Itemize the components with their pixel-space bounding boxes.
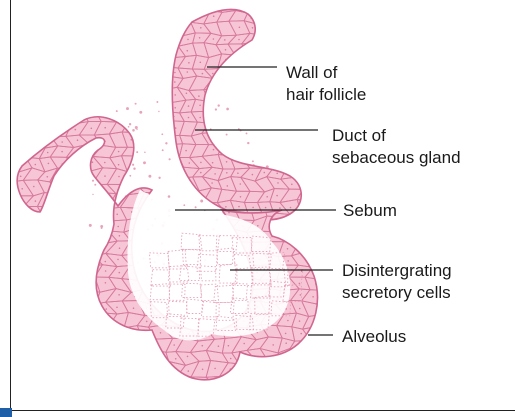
- label-wall-of-hair-follicle: Wall of hair follicle: [286, 62, 366, 106]
- label-disintegrating-line-2: secretory cells: [342, 282, 452, 304]
- label-wall-line-2: hair follicle: [286, 84, 366, 106]
- label-duct-of-sebaceous-gland: Duct of sebaceous gland: [332, 125, 461, 169]
- label-alveolus-line-1: Alveolus: [342, 326, 406, 348]
- label-alveolus: Alveolus: [342, 326, 406, 348]
- label-wall-line-1: Wall of: [286, 62, 366, 84]
- label-disintegrating-line-1: Disintergrating: [342, 260, 452, 282]
- label-duct-line-1: Duct of: [332, 125, 461, 147]
- label-disintegrating-secretory-cells: Disintergrating secretory cells: [342, 260, 452, 304]
- label-sebum-line-1: Sebum: [343, 200, 397, 222]
- hair-follicle-wall: [150, 0, 330, 237]
- label-sebum: Sebum: [343, 200, 397, 222]
- sebaceous-gland-body: [0, 108, 341, 402]
- label-duct-line-2: sebaceous gland: [332, 147, 461, 169]
